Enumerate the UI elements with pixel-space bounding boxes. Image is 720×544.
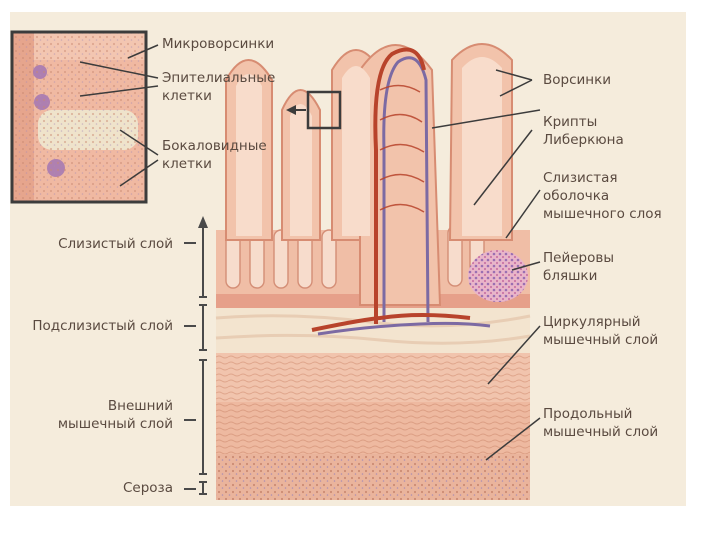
label-muscularis-externa-1: Внешний	[108, 398, 173, 415]
label-villi: Ворсинки	[543, 72, 611, 89]
label-muscularis-mucosae-1: Слизистая	[543, 170, 617, 187]
label-serosa: Сероза	[123, 480, 173, 497]
label-epithelial-2: клетки	[162, 88, 212, 105]
label-crypts-1: Крипты	[543, 114, 597, 131]
label-muscularis-externa-2: мышечный слой	[58, 416, 173, 433]
label-longitudinal-1: Продольный	[543, 406, 632, 423]
label-muscularis-mucosae-2: оболочка	[543, 188, 609, 205]
label-goblet-1: Бокаловидные	[162, 138, 267, 155]
submucosa-layer	[216, 305, 530, 353]
label-circular-2: мышечный слой	[543, 332, 658, 349]
label-muscularis-mucosae-3: мышечного слоя	[543, 206, 662, 223]
label-crypts-2: Либеркюна	[543, 132, 624, 149]
label-longitudinal-2: мышечный слой	[543, 424, 658, 441]
label-peyer-2: бляшки	[543, 268, 597, 285]
label-mucosa: Слизистый слой	[58, 236, 173, 253]
epithelium-inset	[12, 32, 146, 202]
label-microvilli: Микроворсинки	[162, 36, 274, 53]
label-peyer-1: Пейеровы	[543, 250, 614, 267]
label-circular-1: Циркулярный	[543, 314, 641, 331]
label-epithelial-1: Эпителиальные	[162, 70, 275, 87]
label-goblet-2: клетки	[162, 156, 212, 173]
label-submucosa: Подслизистый слой	[32, 318, 173, 335]
